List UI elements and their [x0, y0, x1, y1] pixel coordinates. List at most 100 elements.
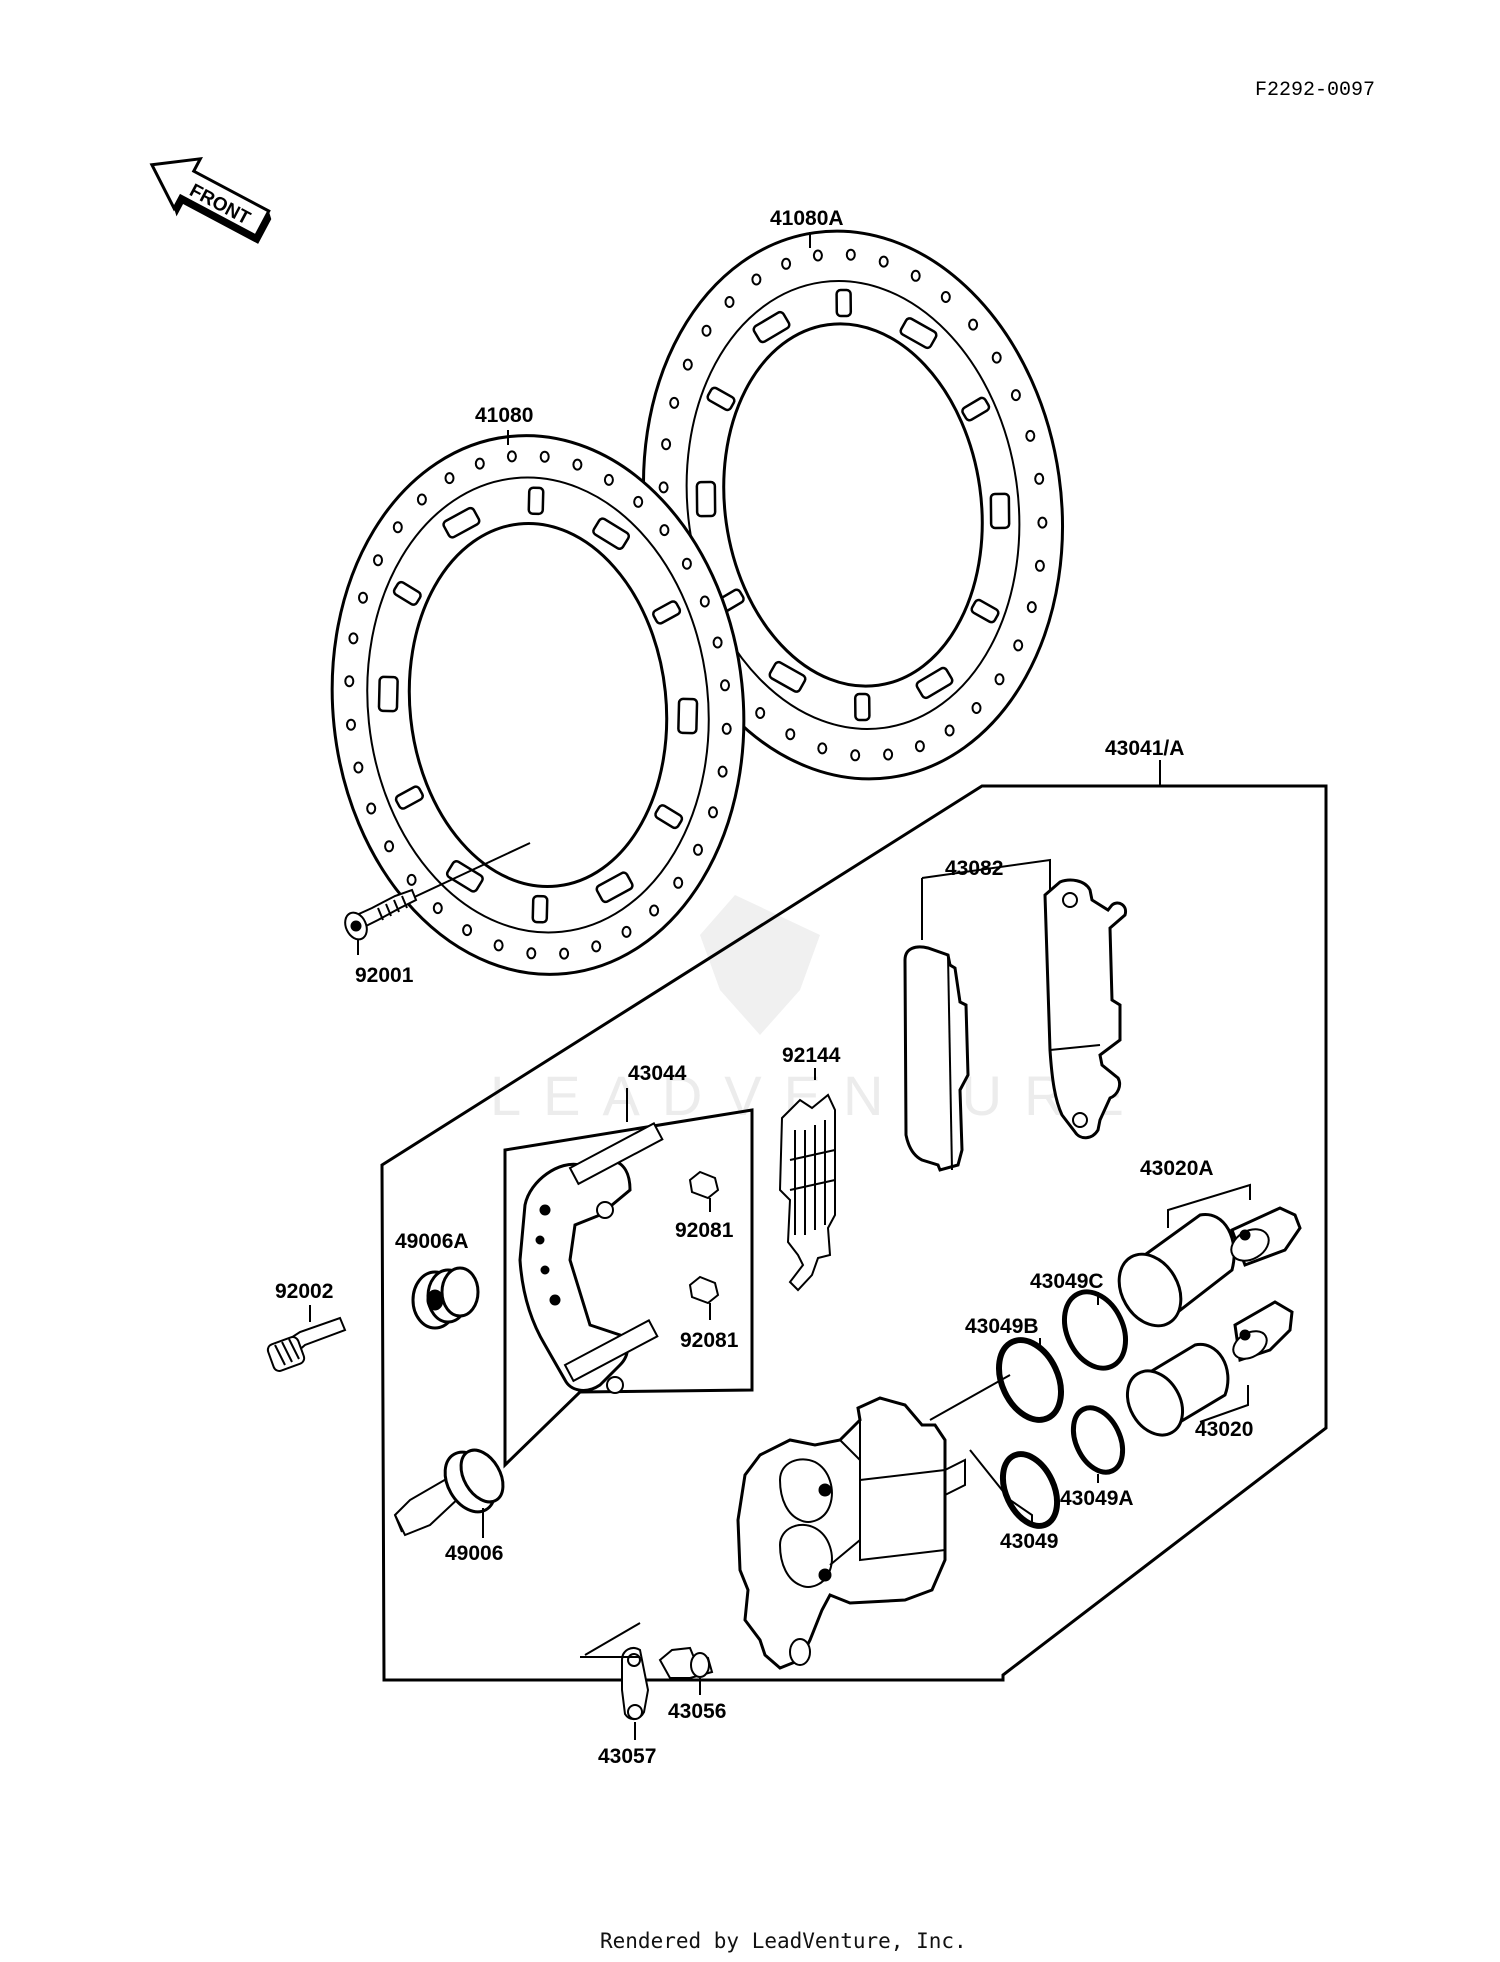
front-arrow-icon: FRONT	[149, 156, 272, 244]
vent-hole	[850, 749, 861, 762]
part-label-43020: 43020	[1195, 1418, 1253, 1441]
brake-pads-43082	[903, 858, 1128, 1172]
caliper-assembly-frame	[380, 784, 1328, 1682]
vent-hole	[699, 595, 710, 608]
mount-slot	[394, 785, 424, 810]
vent-hole	[910, 269, 921, 282]
part-label-43049C: 43049C	[1030, 1270, 1104, 1293]
clip-92081-upper	[688, 1170, 720, 1212]
part-label-92144: 92144	[782, 1044, 841, 1067]
vent-hole	[681, 557, 692, 570]
mount-slot	[899, 317, 938, 350]
part-label-92001: 92001	[355, 964, 414, 987]
part-label-92002: 92002	[275, 1280, 333, 1303]
vent-hole	[373, 554, 383, 567]
part-label-43044: 43044	[628, 1062, 687, 1085]
mount-slot	[595, 871, 634, 904]
vent-hole	[406, 873, 417, 886]
part-label-43041-A: 43041/A	[1105, 737, 1184, 760]
reference-code: F2292-0097	[1255, 79, 1375, 102]
part-label-41080: 41080	[475, 404, 533, 427]
vent-hole	[559, 947, 570, 960]
part-label-49006: 49006	[445, 1542, 503, 1565]
mount-slot	[970, 598, 1000, 624]
vent-hole	[845, 248, 856, 261]
vent-hole	[751, 273, 762, 286]
leader-43049	[969, 1449, 1033, 1526]
boot-49006A	[411, 1266, 480, 1330]
mount-slot	[677, 697, 699, 735]
caliper-bracket-43044	[503, 1088, 754, 1469]
vent-hole	[940, 291, 951, 303]
vent-hole	[366, 802, 377, 815]
mount-slot	[442, 506, 481, 539]
vent-hole	[1026, 601, 1037, 614]
bleeder-cap-43057	[621, 1647, 650, 1740]
mount-slot	[989, 492, 1011, 530]
vent-hole	[994, 673, 1005, 686]
vent-hole	[346, 718, 356, 731]
vent-hole	[591, 940, 602, 953]
vent-hole	[701, 324, 712, 337]
vent-hole	[720, 679, 730, 692]
part-label-43049A: 43049A	[1060, 1487, 1134, 1510]
vent-hole	[493, 939, 504, 952]
boot-pin-49006	[393, 1448, 505, 1538]
vent-hole	[883, 748, 894, 761]
vent-hole	[1013, 639, 1024, 652]
brake-disc-41080	[330, 434, 746, 976]
vent-hole	[432, 902, 443, 915]
mount-slot	[652, 600, 682, 625]
vent-hole	[474, 457, 485, 470]
vent-hole	[572, 458, 583, 471]
vent-hole	[633, 495, 644, 508]
mount-slot	[695, 480, 717, 518]
vent-hole	[944, 724, 955, 737]
part-label-43056: 43056	[668, 1700, 726, 1723]
footer-credit: Rendered by LeadVenture, Inc.	[600, 1929, 967, 1953]
part-label-43049B: 43049B	[965, 1315, 1039, 1338]
vent-hole	[724, 296, 735, 308]
vent-hole	[1025, 429, 1036, 442]
seal-43049	[999, 1451, 1061, 1529]
piston-43020A	[1117, 1206, 1302, 1328]
bolt-92001	[344, 842, 531, 955]
vent-hole	[817, 742, 828, 755]
mount-slot	[654, 804, 684, 830]
part-label-41080A: 41080A	[770, 207, 844, 230]
part-label-92081-lower: 92081	[680, 1329, 739, 1352]
piston-43020	[1125, 1300, 1294, 1437]
clip-92081-lower	[688, 1275, 720, 1320]
disc-mount-slots	[377, 486, 699, 924]
mount-slot	[768, 660, 807, 693]
vent-hole	[669, 396, 680, 409]
vent-hole	[603, 473, 614, 486]
disc-vent-holes	[344, 450, 732, 960]
leader-43049B-axis	[929, 1374, 1011, 1421]
vent-hole	[539, 450, 550, 463]
vent-hole	[392, 521, 403, 534]
vent-hole	[968, 318, 979, 331]
vent-hole	[506, 450, 517, 463]
vent-hole	[721, 722, 732, 735]
part-label-43049: 43049	[1000, 1530, 1058, 1553]
vent-hole	[348, 632, 359, 645]
vent-hole	[673, 876, 684, 889]
vent-hole	[682, 358, 693, 371]
vent-hole	[384, 840, 395, 853]
vent-hole	[812, 249, 823, 262]
mount-slot	[592, 517, 631, 550]
vent-hole	[462, 924, 473, 937]
seal-43049A	[1070, 1405, 1126, 1475]
vent-hole	[971, 702, 982, 714]
vent-hole	[1034, 559, 1045, 572]
watermark: LEADVENTURE	[490, 895, 1124, 1127]
vent-hole	[621, 925, 632, 938]
mount-slot	[853, 692, 871, 722]
vent-hole	[755, 707, 766, 719]
mount-slot	[445, 860, 484, 893]
part-label-43082: 43082	[945, 857, 1003, 880]
vent-hole	[1010, 389, 1021, 402]
vent-hole	[717, 765, 728, 778]
